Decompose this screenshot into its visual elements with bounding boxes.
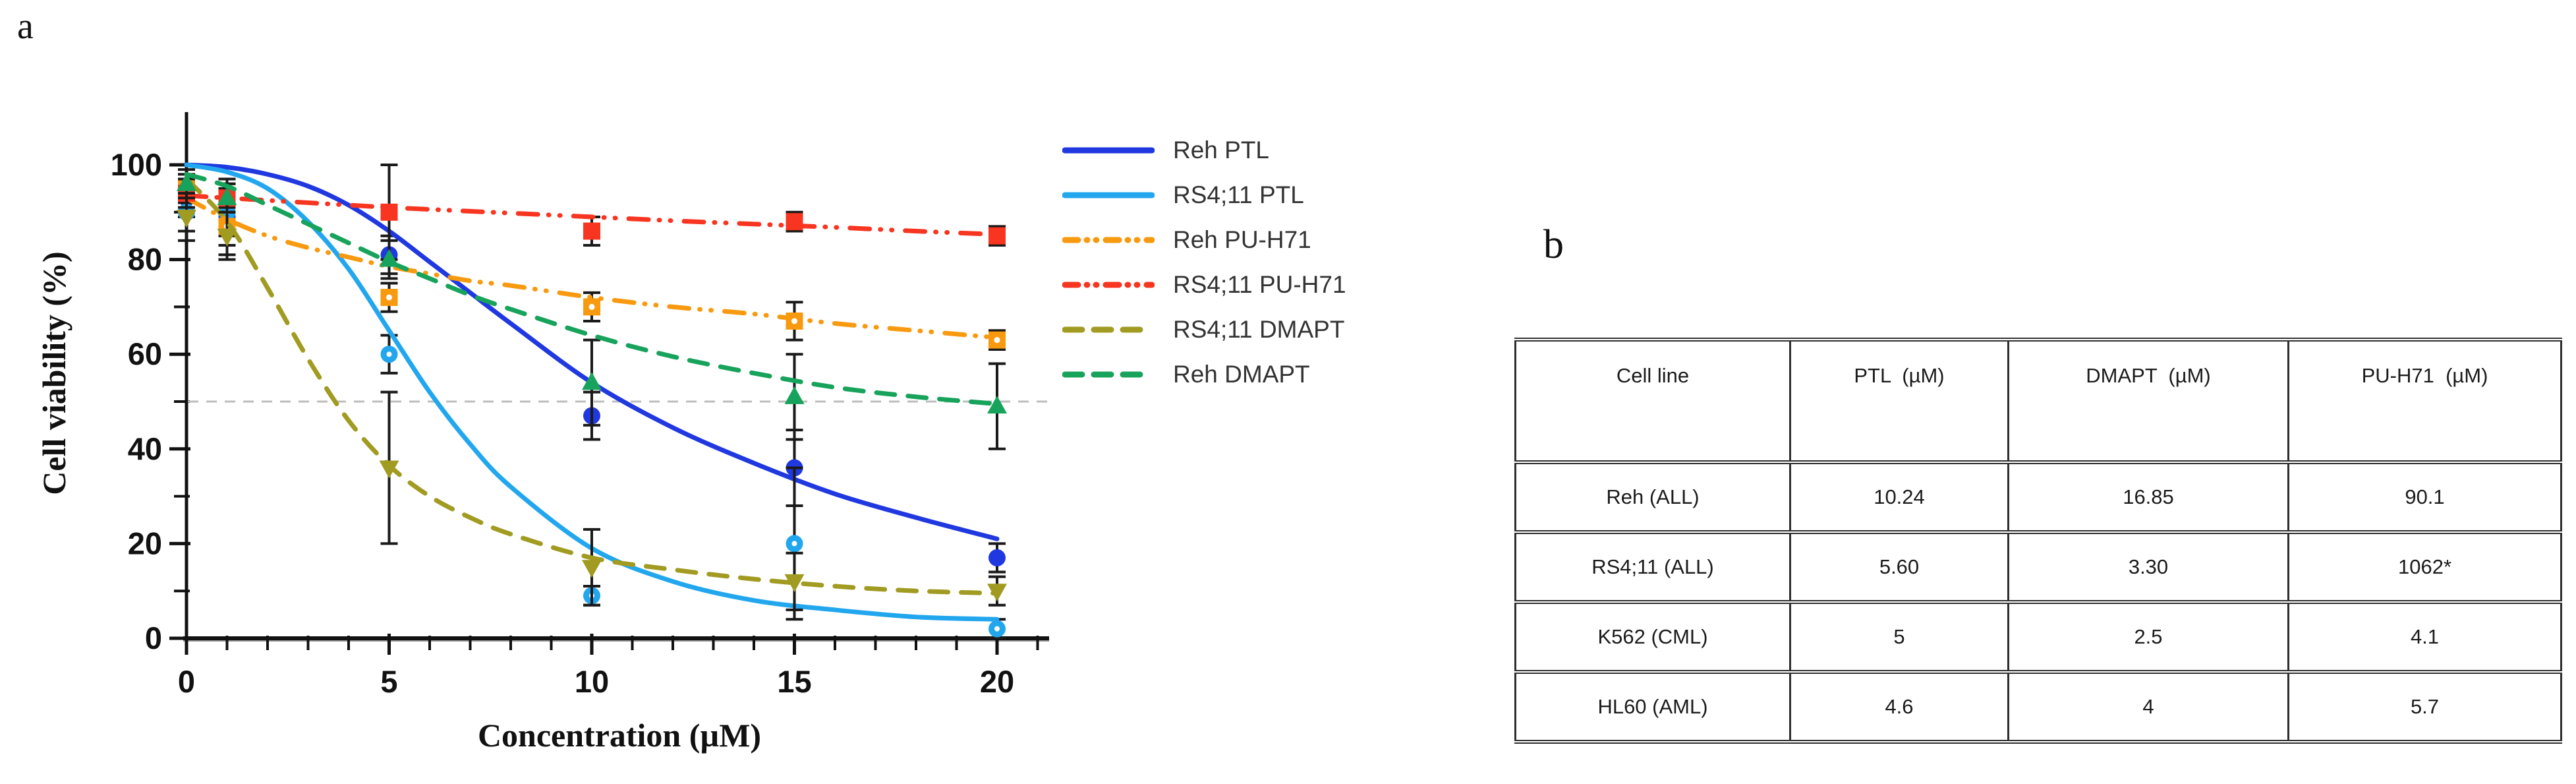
data-point-marker [987, 396, 1007, 414]
x-tick-label: 5 [380, 664, 397, 699]
legend-item: Reh PU-H71 [1062, 218, 1346, 262]
table-cell: 1062* [2287, 530, 2562, 604]
table-cell: 5.60 [1789, 530, 2009, 604]
x-tick-label: 15 [777, 664, 811, 699]
table-cell: Reh (ALL) [1514, 460, 1791, 534]
table-cell: 4.1 [2287, 600, 2562, 674]
series-curve [184, 177, 1000, 596]
marker-center-dot [791, 541, 797, 547]
marker-center-dot [994, 337, 1000, 344]
y-tick-label: 0 [145, 620, 162, 655]
data-point-marker [379, 460, 399, 479]
table-cell: 10.24 [1789, 460, 2009, 534]
x-axis-title: Concentration (µM) [477, 717, 762, 754]
table-cell: 5.7 [2287, 670, 2562, 744]
x-tick-label: 20 [980, 664, 1014, 699]
legend-label: RS4;11 PU-H71 [1173, 271, 1346, 298]
data-point-marker [177, 173, 196, 191]
x-tick-label: 10 [575, 664, 609, 699]
table-cell: RS4;11 (ALL) [1514, 530, 1791, 604]
data-point-marker [784, 386, 805, 404]
y-tick-label: 20 [128, 526, 162, 560]
panel-b-label: b [1543, 222, 1564, 267]
y-tick-label: 40 [128, 431, 162, 466]
data-point-marker [380, 203, 398, 221]
panel-a-label: a [17, 6, 34, 47]
table-cell: 5 [1789, 600, 2009, 674]
table-cell: 3.30 [2007, 530, 2289, 604]
marker-center-dot [994, 626, 1000, 632]
marker-center-dot [386, 294, 392, 301]
legend-label: RS4;11 PTL [1173, 181, 1304, 208]
series-curve [184, 193, 1000, 237]
marker-center-dot [588, 303, 595, 310]
series-curve [184, 195, 1000, 340]
legend-label: Reh PU-H71 [1173, 226, 1311, 253]
series-rs4-11-dmapt [177, 177, 1007, 611]
legend-label: Reh DMAPT [1173, 361, 1310, 388]
marker-center-dot [386, 351, 392, 357]
table-cell: 4 [2007, 670, 2289, 744]
data-point-marker [217, 187, 237, 206]
y-tick-label: 100 [111, 147, 162, 182]
table-header-cell: DMAPT (µM) [2007, 338, 2289, 464]
series-curve [184, 162, 1000, 541]
table-cell: 2.5 [2007, 600, 2289, 674]
data-point-marker [786, 213, 803, 231]
data-point-marker [583, 222, 600, 240]
y-axis-title: Cell viability (%) [36, 251, 72, 495]
legend-line-swatch [1062, 237, 1155, 243]
legend-line-swatch [1062, 147, 1155, 154]
legend-line-swatch [1062, 326, 1155, 333]
data-point-marker [177, 209, 196, 227]
series-rs4-11-pu-h71 [178, 164, 1006, 261]
data-point-marker [988, 227, 1006, 245]
data-point-marker [379, 249, 399, 267]
table-cell: K562 (CML) [1514, 600, 1791, 674]
data-point-marker [784, 574, 805, 592]
legend-item: RS4;11 DMAPT [1062, 307, 1346, 352]
table-cell: 90.1 [2287, 460, 2562, 534]
legend-line-swatch [1062, 192, 1155, 198]
series-reh-dmapt [177, 168, 1007, 450]
series-curve [184, 162, 1000, 622]
table-header-cell: Cell line [1514, 338, 1791, 464]
table-header-cell: PU-H71 (µM) [2287, 338, 2562, 464]
data-point-marker [987, 584, 1007, 602]
series-curve [184, 171, 1000, 407]
legend-item: Reh PTL [1062, 128, 1346, 173]
marker-center-dot [791, 318, 797, 324]
legend-item: RS4;11 PU-H71 [1062, 262, 1346, 307]
legend-line-swatch [1062, 282, 1155, 288]
data-point-marker [217, 228, 237, 247]
legend-item: RS4;11 PTL [1062, 173, 1346, 218]
x-tick-label: 0 [178, 664, 195, 699]
data-point-marker [988, 549, 1006, 566]
y-tick-label: 60 [128, 336, 162, 371]
legend-label: Reh PTL [1173, 136, 1270, 164]
data-point-marker [582, 372, 602, 390]
table-header-cell: PTL (µM) [1789, 338, 2009, 464]
dose-response-chart: 0 5 10 15 20 0 20 40 60 80 100 [111, 112, 1054, 699]
data-point-marker [582, 560, 602, 578]
legend-line-swatch [1062, 371, 1155, 378]
y-tick-label: 80 [128, 242, 162, 277]
legend-label: RS4;11 DMAPT [1173, 316, 1345, 343]
table-cell: 4.6 [1789, 670, 2009, 744]
table-cell: HL60 (AML) [1514, 670, 1791, 744]
table-cell: 16.85 [2007, 460, 2289, 534]
legend-item: Reh DMAPT [1062, 352, 1346, 397]
